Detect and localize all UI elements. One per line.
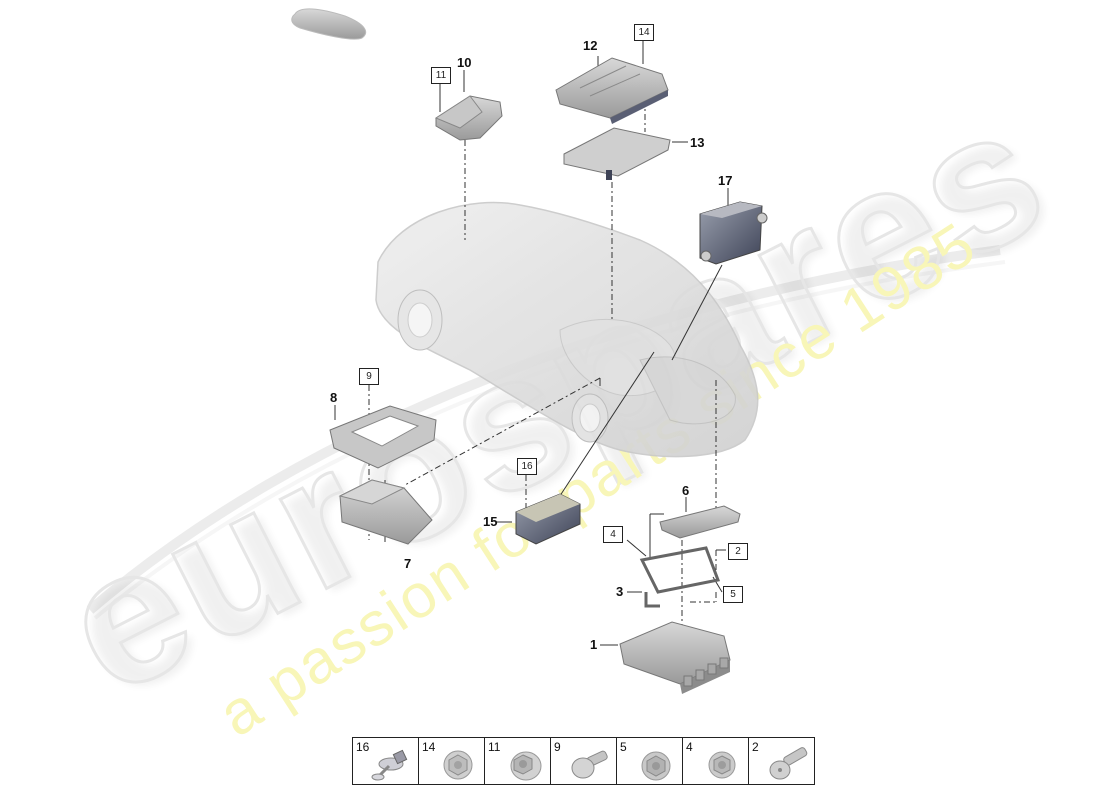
- legend-cell-11: 11: [485, 738, 551, 784]
- part-13-tray: [563, 127, 671, 180]
- hex-flange-nut-icon: [708, 751, 736, 779]
- part-7-housing: [338, 479, 433, 545]
- hex-flange-nut-icon: [443, 750, 473, 780]
- part-1-control-unit: [619, 621, 731, 694]
- callout-9: 9: [359, 368, 379, 385]
- callout-17: 17: [718, 173, 733, 188]
- hex-collar-nut-icon: [510, 751, 542, 781]
- legend-num: 9: [554, 740, 561, 754]
- callout-5: 5: [723, 586, 743, 603]
- callout-16: 16: [517, 458, 537, 475]
- part-10-module: [434, 95, 503, 141]
- fastener-legend: 16 14 11 9 5: [352, 737, 815, 785]
- pan-head-bolt-icon: [571, 750, 608, 779]
- torx-bolt-icon: [769, 747, 808, 780]
- callout-6: 6: [682, 483, 690, 498]
- callout-4: 4: [603, 526, 623, 543]
- legend-cell-9: 9: [551, 738, 617, 784]
- callout-7: 7: [404, 556, 412, 571]
- legend-cell-2: 2: [749, 738, 814, 784]
- hex-flange-nut-icon: [641, 751, 671, 781]
- part-15-control-unit: [515, 493, 581, 545]
- legend-num: 4: [686, 740, 693, 754]
- legend-cell-16: 16: [353, 738, 419, 784]
- callout-12: 12: [583, 38, 598, 53]
- part-3-bracket: [639, 546, 721, 608]
- key-fob-part: [291, 8, 367, 40]
- part-8-frame: [329, 405, 437, 469]
- callout-10: 10: [457, 55, 472, 70]
- callout-14: 14: [634, 24, 654, 41]
- callout-15: 15: [483, 514, 498, 529]
- legend-num: 2: [752, 740, 759, 754]
- part-12-cover: [555, 57, 669, 124]
- legend-num: 11: [488, 740, 501, 754]
- callout-13: 13: [690, 135, 705, 150]
- part-17-control-unit: [699, 201, 768, 265]
- legend-num: 14: [422, 740, 436, 754]
- callout-11: 11: [431, 67, 451, 84]
- legend-num: 16: [356, 740, 370, 754]
- car-silhouette: [375, 201, 759, 458]
- part-6-cover: [659, 505, 741, 539]
- push-rivet-icon: [371, 749, 408, 781]
- callout-3: 3: [616, 584, 624, 599]
- callout-1: 1: [590, 637, 598, 652]
- legend-cell-4: 4: [683, 738, 749, 784]
- callout-8: 8: [330, 390, 338, 405]
- callout-2: 2: [728, 543, 748, 560]
- legend-cell-5: 5: [617, 738, 683, 784]
- legend-cell-14: 14: [419, 738, 485, 784]
- legend-num: 5: [620, 740, 627, 754]
